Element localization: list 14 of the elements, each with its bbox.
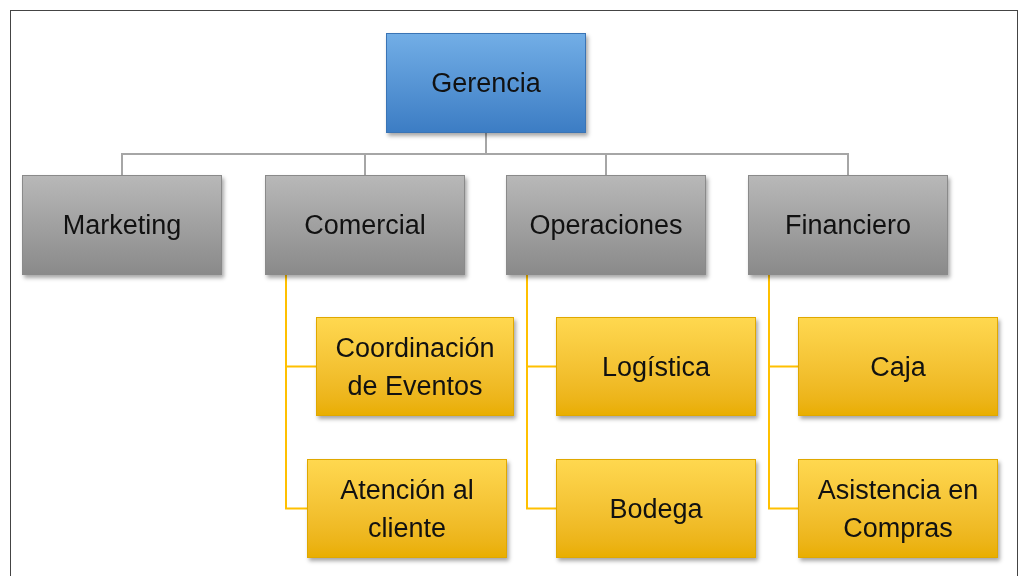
connector-line <box>768 274 799 510</box>
org-box: Marketing <box>22 175 222 275</box>
org-box: Bodega <box>556 459 756 558</box>
org-box: Comercial <box>265 175 465 275</box>
org-box: Operaciones <box>506 175 706 275</box>
org-box: Coordinación de Eventos <box>316 317 514 416</box>
org-box: Gerencia <box>386 33 586 133</box>
connector-line <box>526 274 557 510</box>
org-box: Asistencia en Compras <box>798 459 998 558</box>
org-box: Financiero <box>748 175 948 275</box>
connector-line <box>285 274 308 510</box>
org-box: Logística <box>556 317 756 416</box>
org-box: Caja <box>798 317 998 416</box>
org-box: Atención al cliente <box>307 459 507 558</box>
